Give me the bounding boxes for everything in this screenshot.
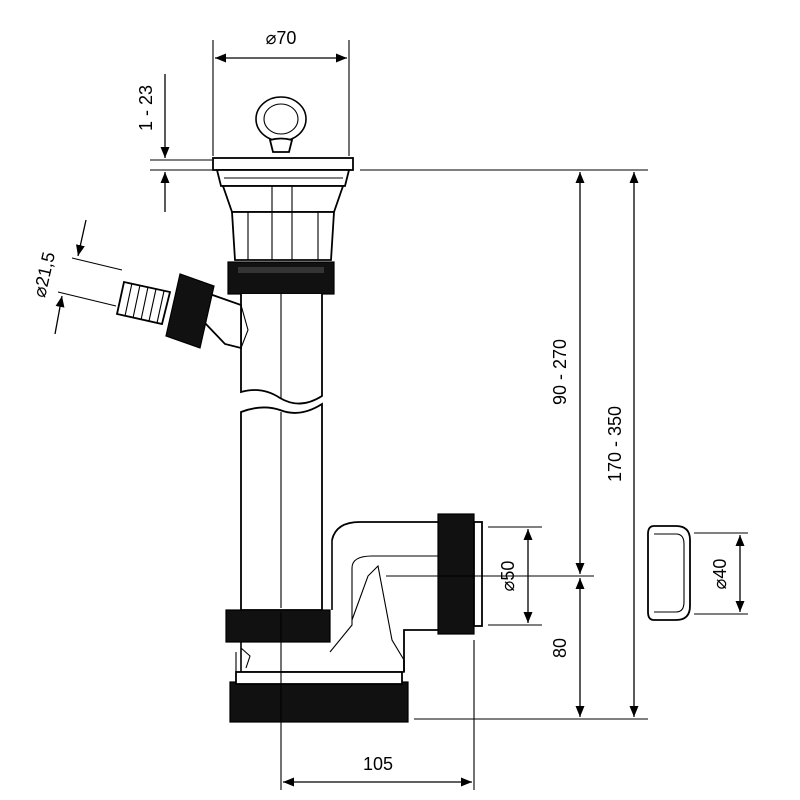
dimension-cap-diameter: ⌀40 (694, 532, 748, 615)
label-strainer-diameter: ⌀70 (266, 28, 297, 48)
lower-seal-nut (225, 609, 331, 643)
label-outlet-height: 80 (550, 638, 570, 658)
upper-seal-nut (227, 261, 335, 295)
hose-nozzle (115, 280, 172, 326)
label-rim-thickness: 1 - 23 (136, 85, 156, 131)
label-total-height: 170 - 350 (605, 406, 625, 482)
strainer-assembly (212, 96, 354, 261)
dimension-strainer-diameter: ⌀70 (212, 28, 350, 156)
label-cap-diameter: ⌀40 (710, 559, 730, 590)
side-hose-connector (115, 273, 249, 350)
dimension-hose-nozzle: ⌀21,5 (29, 219, 123, 335)
bottom-cap (229, 681, 409, 723)
strainer-body (221, 185, 345, 213)
dimension-outlet-diameter: ⌀50 (488, 526, 542, 626)
dimension-total-height: 170 - 350 (605, 172, 639, 717)
hose-connector-nut (165, 273, 215, 349)
bottle-trap (229, 513, 483, 723)
label-outlet-diameter: ⌀50 (498, 561, 518, 592)
spare-cap (647, 525, 691, 621)
outlet-seal-nut (437, 513, 475, 635)
dimension-rim-thickness: 1 - 23 (136, 74, 212, 212)
dimension-outlet-height: 80 (550, 578, 585, 717)
dimension-upper-height: 90 - 270 (550, 172, 585, 574)
vertical-tube (240, 294, 323, 611)
label-hose-nozzle: ⌀21,5 (29, 250, 59, 299)
dimension-horizontal-offset: 105 (280, 612, 475, 790)
strainer-flange (212, 157, 354, 171)
label-upper-height: 90 - 270 (550, 339, 570, 405)
label-horizontal-offset: 105 (363, 754, 393, 774)
